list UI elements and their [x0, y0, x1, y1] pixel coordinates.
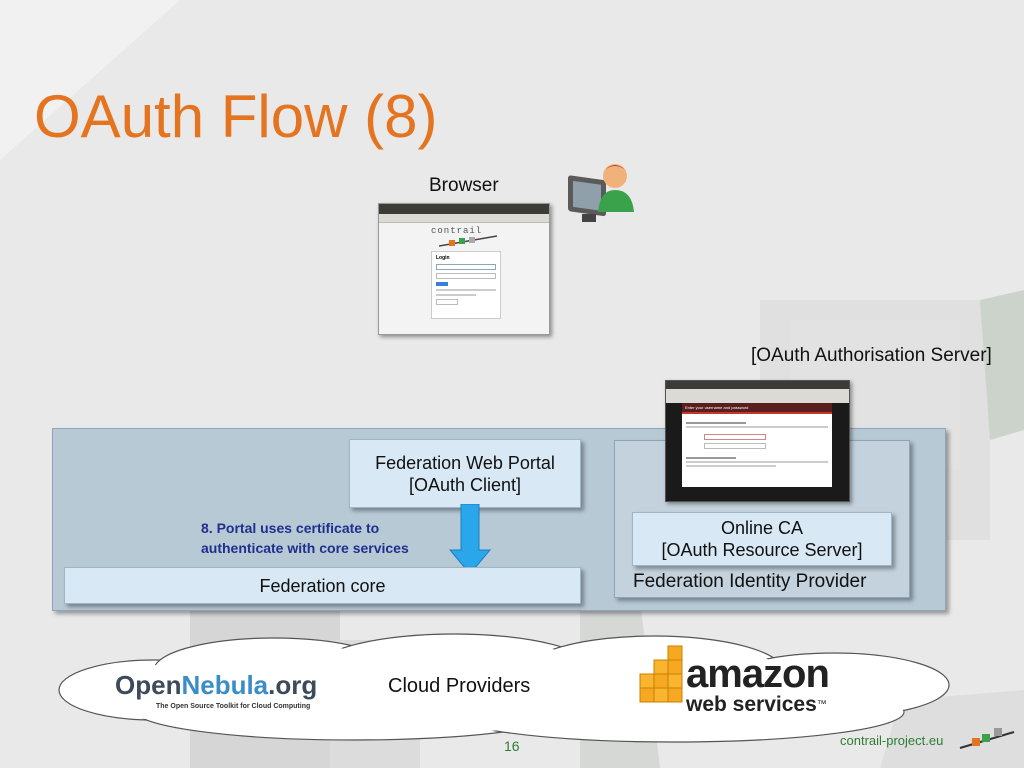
online-ca-role: [OAuth Resource Server] [661, 540, 863, 560]
opennebula-open: Open [115, 670, 182, 700]
auth-server-screenshot: Enter your username and password [665, 380, 850, 502]
password-field[interactable] [436, 273, 496, 279]
user-computer-icon [568, 164, 634, 222]
step-note-line2: authenticate with core services [201, 540, 409, 556]
amazon-tm: ™ [816, 699, 827, 710]
browser-screenshot: contrail Login [378, 203, 550, 335]
opennebula-org: .org [268, 670, 318, 700]
opennebula-logo: OpenNebula.org [115, 670, 317, 701]
aws-cubes-icon [639, 645, 683, 703]
step-note: 8. Portal uses certificate to authentica… [201, 518, 409, 558]
window-titlebar [666, 381, 849, 389]
footer-url[interactable]: contrail-project.eu [840, 733, 944, 748]
login-card: Login [431, 251, 501, 319]
amazon-sub-label: web services [686, 693, 817, 716]
online-ca-title: Online CA [720, 518, 804, 538]
auth-page: Enter your username and password [682, 403, 832, 487]
browser-label: Browser [429, 175, 499, 196]
auth-server-label: [OAuth Authorisation Server] [751, 345, 992, 366]
federation-core-label: Federation core [259, 575, 386, 596]
contrail-footer-logo-icon [959, 728, 1015, 749]
cloud-providers-label: Cloud Providers [388, 675, 531, 697]
auth-page-header: Enter your username and password [682, 403, 832, 412]
opennebula-nebula: Nebula [181, 670, 269, 700]
contrail-logo-icon [439, 235, 498, 247]
opennebula-tagline: The Open Source Toolkit for Cloud Comput… [156, 703, 311, 710]
amazon-web-services: web services™ [686, 694, 827, 718]
web-portal-role: [OAuth Client] [408, 474, 522, 495]
username-field[interactable] [436, 264, 496, 270]
page-number: 16 [504, 738, 520, 754]
web-portal-title: Federation Web Portal [375, 452, 555, 473]
step-note-line1: 8. Portal uses certificate to [201, 520, 380, 536]
federation-web-portal-box: Federation Web Portal [OAuth Client] [349, 439, 581, 508]
window-titlebar [379, 204, 549, 214]
down-arrow-icon [448, 504, 492, 575]
auth-username-field[interactable] [704, 434, 766, 440]
browser-toolbar [666, 389, 849, 403]
login-button[interactable] [436, 282, 448, 286]
contrail-brand: contrail [431, 226, 483, 236]
federation-core-box: Federation core [64, 567, 581, 604]
login-heading: Login [436, 255, 450, 261]
identity-provider-label: Federation Identity Provider [633, 571, 867, 592]
auth-password-field[interactable] [704, 443, 766, 449]
slide-title: OAuth Flow (8) [34, 83, 438, 150]
online-ca-box: Online CA [OAuth Resource Server] [632, 512, 892, 566]
browser-toolbar [379, 214, 549, 223]
amazon-wordmark: amazon [686, 652, 830, 696]
